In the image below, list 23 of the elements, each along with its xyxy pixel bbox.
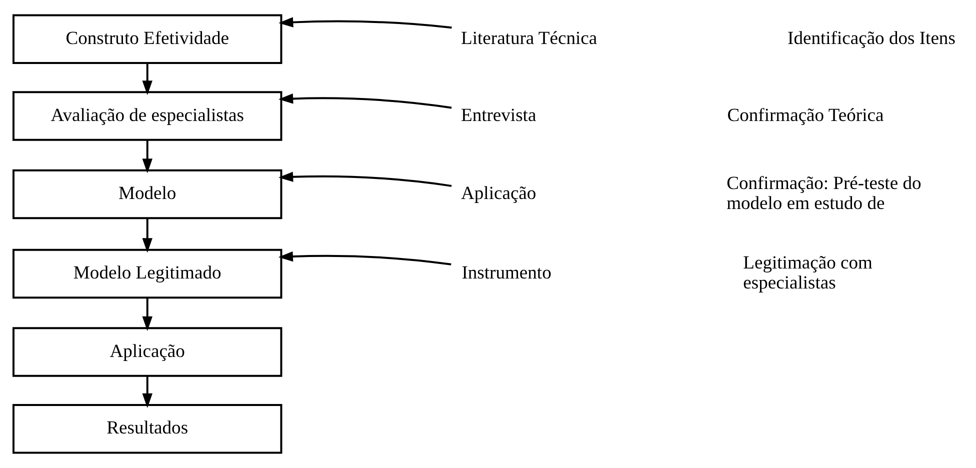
arrow bbox=[278, 172, 452, 187]
arrow bbox=[142, 218, 152, 253]
arrow bbox=[142, 298, 152, 331]
arrow bbox=[278, 94, 452, 109]
node-text: Entrevista bbox=[461, 104, 536, 126]
arrow bbox=[278, 251, 452, 266]
node-box: Resultados bbox=[12, 404, 282, 454]
arrow bbox=[142, 376, 152, 408]
node-text: Literatura Técnica bbox=[461, 28, 598, 50]
node-box: Construto Efetividade bbox=[12, 14, 282, 64]
arrow bbox=[142, 63, 152, 96]
node-box: Modelo Legitimado bbox=[12, 248, 282, 299]
node-box: Avaliação de especialistas bbox=[12, 91, 282, 141]
node-box: Aplicação bbox=[12, 327, 282, 377]
label: Confirmação Teórica bbox=[727, 104, 884, 126]
label: Identificação dos Itens bbox=[788, 28, 956, 50]
node-text: Aplicação bbox=[461, 183, 536, 204]
node-box: Modelo bbox=[12, 169, 282, 220]
arrow bbox=[142, 140, 152, 174]
arrow bbox=[278, 17, 452, 29]
label: Confirmação: Pré-teste do modelo em estudo de bbox=[726, 173, 922, 214]
label: Legitimação com especialistas bbox=[743, 252, 872, 294]
node-text: Instrumento bbox=[462, 262, 552, 284]
